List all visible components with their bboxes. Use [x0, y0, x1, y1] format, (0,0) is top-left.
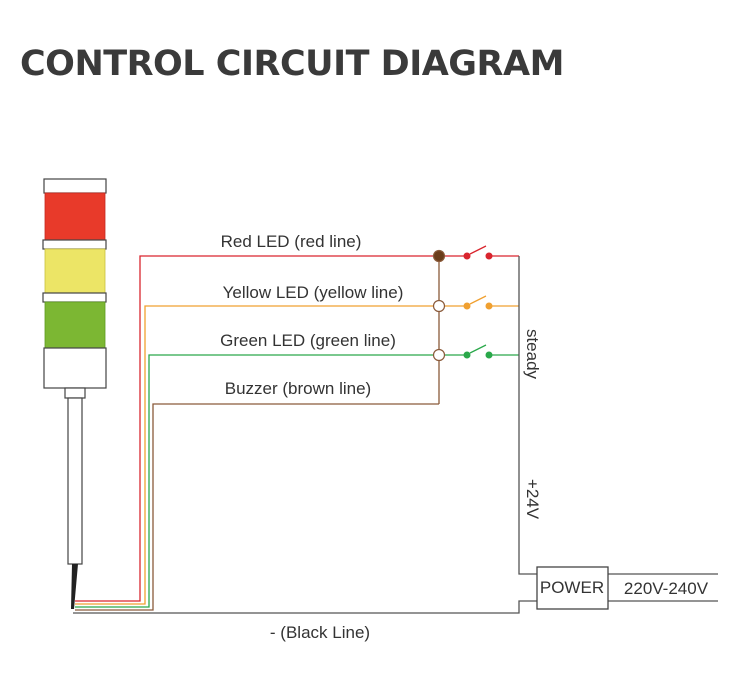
positive-24v-wire: [518, 256, 537, 575]
buzzer-wire: [75, 403, 439, 611]
power-label: POWER: [540, 578, 604, 597]
yellow-junction: [432, 299, 446, 313]
red-junction: [432, 249, 446, 263]
cable-bundle: [71, 564, 78, 609]
tier-separator: [42, 292, 107, 303]
red-light-tier: [44, 192, 106, 241]
pole-collar: [64, 387, 86, 399]
yellow-switch: [463, 295, 493, 312]
mains-voltage-label: 220V-240V: [624, 579, 709, 598]
steady-label: steady: [523, 329, 542, 380]
power-box: [536, 566, 609, 610]
red-line-label: Red LED (red line): [221, 232, 362, 251]
wiring: [73, 255, 718, 614]
voltage-label: +24V: [523, 479, 542, 520]
tower-cap: [43, 178, 107, 194]
ground-label: - (Black Line): [270, 623, 370, 642]
buzzer-line-label: Buzzer (brown line): [225, 379, 371, 398]
signal-tower: [42, 178, 107, 609]
green-junction: [432, 348, 446, 362]
black-ground-wire: [73, 600, 537, 614]
yellow-line-label: Yellow LED (yellow line): [223, 283, 404, 302]
tower-pole: [67, 397, 83, 565]
tower-base: [43, 347, 107, 389]
yellow-wire: [75, 305, 519, 605]
green-switch: [463, 344, 493, 361]
tier-separator: [42, 239, 107, 250]
yellow-light-tier: [44, 248, 106, 294]
green-wire: [75, 354, 519, 608]
page-title: CONTROL CIRCUIT DIAGRAM: [20, 44, 564, 84]
green-light-tier: [44, 301, 106, 349]
red-wire: [75, 255, 519, 602]
green-line-label: Green LED (green line): [220, 331, 396, 350]
red-switch: [463, 245, 493, 262]
